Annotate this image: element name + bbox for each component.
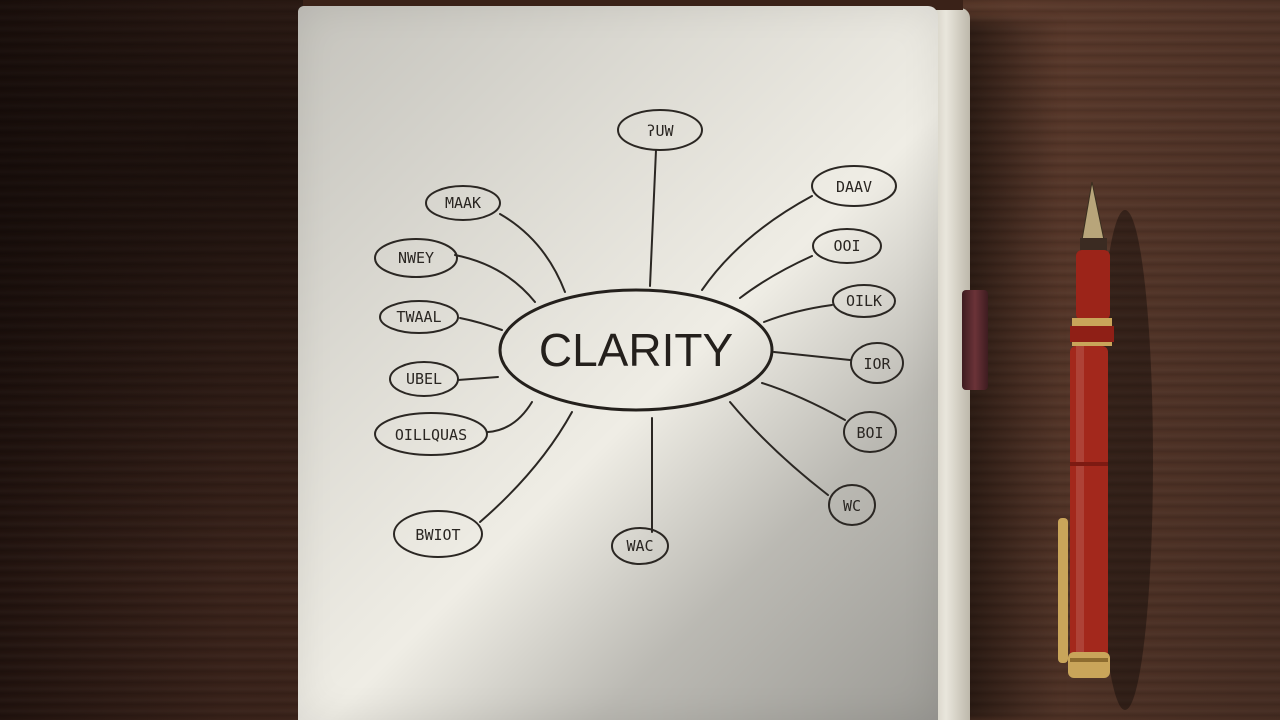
node-right-1-label: DAAV: [836, 178, 872, 196]
bookmark-ribbon: [962, 290, 988, 390]
node-upper-left-label: MAAK: [445, 194, 481, 212]
node-right-4-label: IOR: [863, 355, 891, 373]
node-top-label: ʔUW: [646, 122, 674, 140]
notebook-page: [298, 6, 938, 720]
connector-right-4: [773, 351, 851, 361]
node-left-1: [374, 238, 458, 278]
node-left-1-label: NWEY: [398, 249, 434, 267]
connector-left-1: [454, 254, 536, 303]
node-lower-left: [393, 510, 483, 558]
node-left-4: [374, 412, 488, 456]
connector-lower-left: [479, 411, 573, 523]
connector-left-4: [487, 401, 533, 433]
node-right-4: [850, 342, 904, 384]
node-lower-left-label: BWIOT: [415, 526, 460, 544]
node-right-5: [843, 411, 897, 453]
node-bottom: [611, 527, 669, 565]
node-left-4-label: OILLQUAS: [395, 426, 467, 444]
connector-upper-left: [499, 213, 566, 293]
node-top: [617, 109, 703, 151]
connector-left-2: [459, 317, 503, 331]
center-label: CLARITY: [539, 324, 733, 376]
node-lower-right-label: WC: [843, 497, 861, 515]
page-lighting: [298, 6, 938, 720]
notebook-strap: [303, 0, 963, 10]
connector-right-3: [763, 304, 833, 323]
fountain-pen-icon: [1058, 181, 1153, 710]
node-left-2-label: TWAAL: [396, 308, 441, 326]
node-left-3-label: UBEL: [406, 370, 442, 388]
connector-top: [649, 149, 657, 287]
node-left-3: [389, 361, 459, 397]
node-right-2: [812, 228, 882, 264]
node-right-2-label: OOI: [833, 237, 860, 255]
center-node: [498, 288, 774, 412]
connector-right-5: [761, 382, 846, 421]
node-bottom-label: WAC: [626, 537, 653, 555]
node-right-5-label: BOI: [856, 424, 883, 442]
connector-right-1: [701, 195, 813, 291]
node-left-2: [379, 300, 459, 334]
node-upper-left: [425, 185, 501, 221]
connector-right-2: [739, 255, 813, 299]
connector-left-3: [457, 376, 499, 381]
node-lower-right: [828, 484, 876, 526]
node-right-1: [811, 165, 897, 207]
connector-lower-right: [729, 401, 829, 496]
node-right-3: [832, 284, 896, 318]
node-right-3-label: OILK: [846, 292, 882, 310]
